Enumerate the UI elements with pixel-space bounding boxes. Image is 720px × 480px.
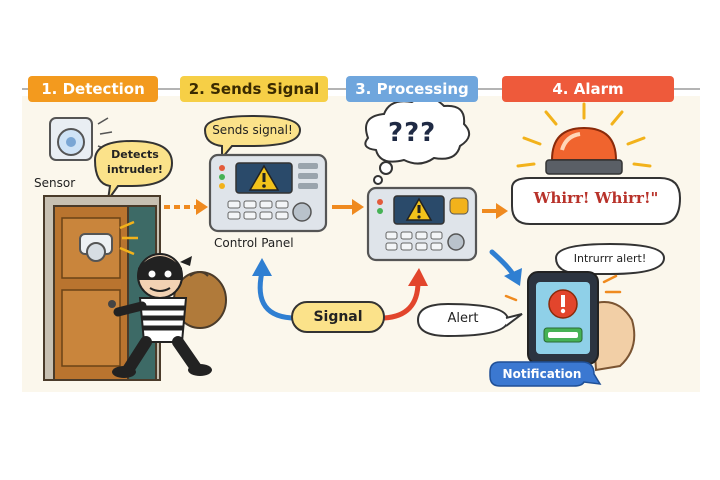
warning-triangle-icon	[248, 164, 280, 191]
control-panel-label: Control Panel	[214, 236, 294, 250]
header-alarm: 4. Alarm	[502, 76, 674, 102]
motion-sensor-icon	[49, 117, 113, 161]
notification-label: Notification	[502, 367, 582, 381]
alert-bubble	[416, 302, 523, 338]
warning-triangle-icon	[405, 197, 433, 221]
arrowhead-to-phone	[504, 268, 522, 286]
door-sensor-icon	[79, 220, 138, 262]
header-detection: 1. Detection	[28, 76, 158, 102]
blue-loop-arrowhead	[252, 258, 272, 276]
control-panel-icon	[208, 153, 328, 233]
alert-label: Alert	[447, 311, 479, 326]
detects-intruder-bubble	[93, 139, 174, 201]
sends-signal-text: Sends signal!	[212, 123, 293, 137]
question-marks-text: ???	[388, 118, 437, 148]
siren-sound-bubble	[511, 177, 682, 225]
phone-alert-text: Intrurrr alert!	[573, 252, 647, 265]
red-loop-arrowhead	[408, 268, 428, 286]
siren-sound-text: Whirr! Whirr!"	[533, 189, 659, 207]
phone-vibration-lines	[504, 274, 622, 302]
header-processing: 3. Processing	[346, 76, 478, 102]
sends-signal-bubble	[203, 114, 302, 161]
header-sends-signal: 2. Sends Signal	[180, 76, 328, 102]
thought-cloud	[364, 95, 471, 185]
burglar-icon	[112, 253, 227, 378]
detects-intruder-text: Detects intruder!	[107, 148, 163, 176]
signal-label: Signal	[313, 309, 363, 325]
arrowhead-detection-to-panel	[196, 199, 208, 215]
arrowhead-processing-to-alarm	[496, 203, 508, 219]
signal-pill	[291, 301, 385, 333]
siren-light-icon	[516, 102, 652, 175]
red-loop-arrow	[381, 279, 421, 321]
exclamation-icon	[548, 289, 578, 319]
sensor-label: Sensor	[34, 176, 76, 190]
arrowhead-panel-to-processing	[352, 199, 364, 215]
processing-panel-icon	[366, 186, 478, 262]
blue-loop-arrow	[257, 269, 299, 321]
notification-pill	[489, 361, 602, 387]
